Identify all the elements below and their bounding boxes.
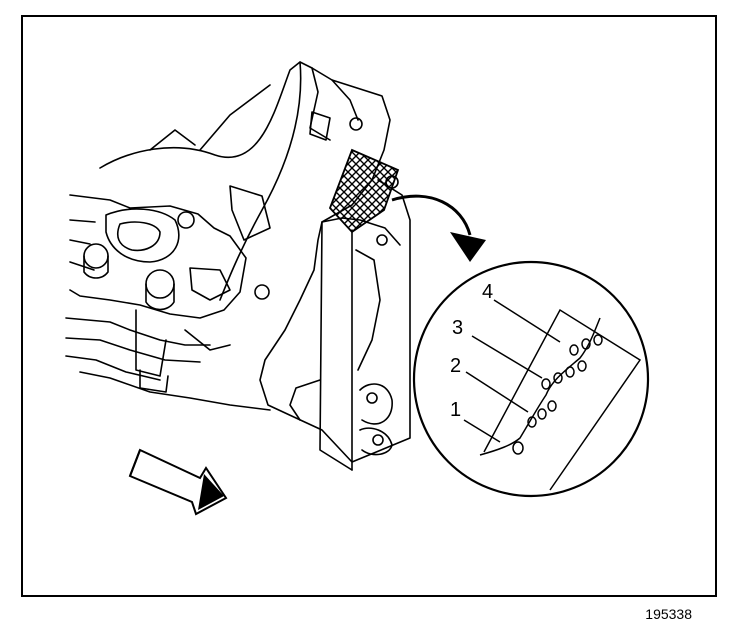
callout-label-3: 3 bbox=[452, 317, 463, 339]
id-location-hatch bbox=[328, 148, 400, 234]
front-direction-arrow bbox=[128, 448, 228, 516]
figure-id-number: 195338 bbox=[645, 606, 692, 622]
detail-magnifier-circle bbox=[412, 260, 650, 498]
exhaust-manifold bbox=[69, 194, 247, 319]
callout-label-1: 1 bbox=[450, 399, 461, 421]
callout-label-2: 2 bbox=[450, 355, 461, 377]
engine-block-outline bbox=[99, 61, 411, 463]
bolt-2 bbox=[145, 269, 175, 299]
pointer-arrow-head bbox=[450, 232, 486, 262]
callout-label-4: 4 bbox=[482, 281, 493, 303]
stamped-id-characters bbox=[512, 334, 603, 455]
figure-frame bbox=[21, 15, 717, 597]
bolt-1 bbox=[83, 243, 109, 269]
